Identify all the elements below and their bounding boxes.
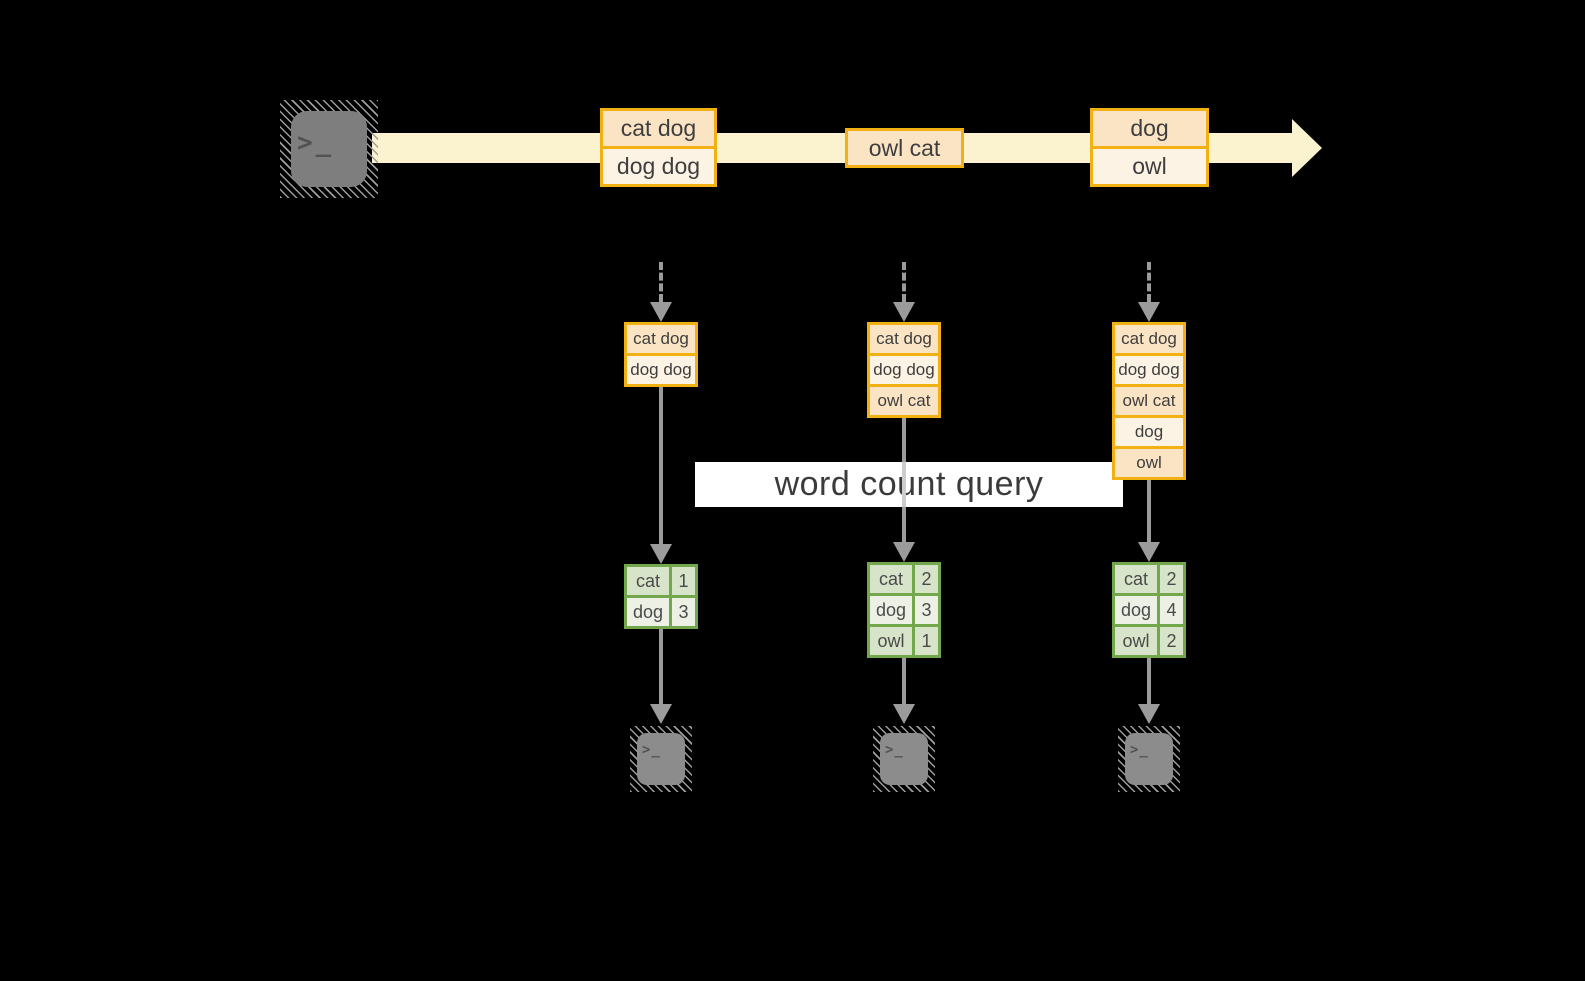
- count-cell: 4: [1157, 596, 1183, 624]
- word-cell: dog: [870, 596, 912, 624]
- label-line-overlap: [902, 462, 906, 507]
- dashed-arrow-line: [1147, 262, 1151, 302]
- word-cell: dog: [627, 598, 669, 626]
- buffer-line: dog dog: [1115, 353, 1183, 384]
- word-cell: dog: [1115, 596, 1157, 624]
- arrowhead-icon: [1138, 302, 1160, 322]
- prompt-icon: >_: [642, 742, 661, 758]
- prompt-icon: >_: [1130, 742, 1149, 758]
- arrow-line: [1147, 480, 1151, 542]
- query-label: word count query: [695, 462, 1123, 507]
- buffer-line: dog dog: [870, 353, 938, 384]
- count-cell: 2: [912, 565, 938, 593]
- count-table-1: cat 1 dog 3: [624, 564, 698, 629]
- table-row: cat 2: [1115, 565, 1183, 593]
- table-row: cat 1: [627, 567, 695, 595]
- arrowhead-icon: [650, 704, 672, 724]
- stream-message-line: dog dog: [603, 146, 714, 184]
- word-cell: owl: [870, 627, 912, 655]
- arrowhead-icon: [1138, 704, 1160, 724]
- count-cell: 2: [1157, 627, 1183, 655]
- word-cell: cat: [627, 567, 669, 595]
- table-row: cat 2: [870, 565, 938, 593]
- dashed-arrow-line: [659, 262, 663, 302]
- arrowhead-icon: [893, 302, 915, 322]
- arrowhead-icon: [893, 704, 915, 724]
- stream-message-line: cat dog: [603, 111, 714, 146]
- terminal-screen: [1125, 733, 1173, 785]
- buffer-line: dog: [1115, 415, 1183, 446]
- arrowhead-icon: [650, 302, 672, 322]
- table-row: owl 2: [1115, 624, 1183, 655]
- table-row: dog 3: [627, 595, 695, 626]
- terminal-screen: [291, 111, 367, 187]
- buffer-line: owl: [1115, 446, 1183, 477]
- word-cell: owl: [1115, 627, 1157, 655]
- count-cell: 2: [1157, 565, 1183, 593]
- terminal-sink-icon-3: >_: [1118, 726, 1180, 792]
- buffer-line: owl cat: [1115, 384, 1183, 415]
- prompt-icon: >_: [885, 742, 904, 758]
- arrow-line: [659, 629, 663, 704]
- terminal-sink-icon-1: >_: [630, 726, 692, 792]
- terminal-source-icon: >_: [280, 100, 378, 198]
- terminal-screen: [880, 733, 928, 785]
- stream-message-box-1: cat dog dog dog: [600, 108, 717, 187]
- word-cell: cat: [870, 565, 912, 593]
- stream-message-box-3: dog owl: [1090, 108, 1209, 187]
- stream-message-line: dog: [1093, 111, 1206, 146]
- stream-message-box-2: owl cat: [845, 128, 964, 168]
- table-row: owl 1: [870, 624, 938, 655]
- dashed-arrow-line: [902, 262, 906, 302]
- arrow-line: [1147, 658, 1151, 704]
- buffer-line: cat dog: [1115, 325, 1183, 353]
- buffer-line: owl cat: [870, 384, 938, 415]
- terminal-sink-icon-2: >_: [873, 726, 935, 792]
- arrow-line: [902, 658, 906, 704]
- table-row: dog 4: [1115, 593, 1183, 624]
- stream-message-line: owl: [1093, 146, 1206, 184]
- buffer-line: cat dog: [870, 325, 938, 353]
- stream-message-line: owl cat: [848, 131, 961, 165]
- state-buffer-box-2: cat dog dog dog owl cat: [867, 322, 941, 418]
- count-cell: 3: [669, 598, 695, 626]
- stream-arrowhead-icon: [1292, 119, 1322, 177]
- state-buffer-box-3: cat dog dog dog owl cat dog owl: [1112, 322, 1186, 480]
- arrowhead-icon: [650, 544, 672, 564]
- arrowhead-icon: [893, 542, 915, 562]
- arrowhead-icon: [1138, 542, 1160, 562]
- count-cell: 3: [912, 596, 938, 624]
- terminal-screen: [637, 733, 685, 785]
- table-row: dog 3: [870, 593, 938, 624]
- count-table-3: cat 2 dog 4 owl 2: [1112, 562, 1186, 658]
- prompt-icon: >_: [297, 128, 335, 158]
- count-cell: 1: [669, 567, 695, 595]
- count-table-2: cat 2 dog 3 owl 1: [867, 562, 941, 658]
- state-buffer-box-1: cat dog dog dog: [624, 322, 698, 387]
- buffer-line: cat dog: [627, 325, 695, 353]
- buffer-line: dog dog: [627, 353, 695, 384]
- arrow-line: [659, 387, 663, 544]
- word-cell: cat: [1115, 565, 1157, 593]
- count-cell: 1: [912, 627, 938, 655]
